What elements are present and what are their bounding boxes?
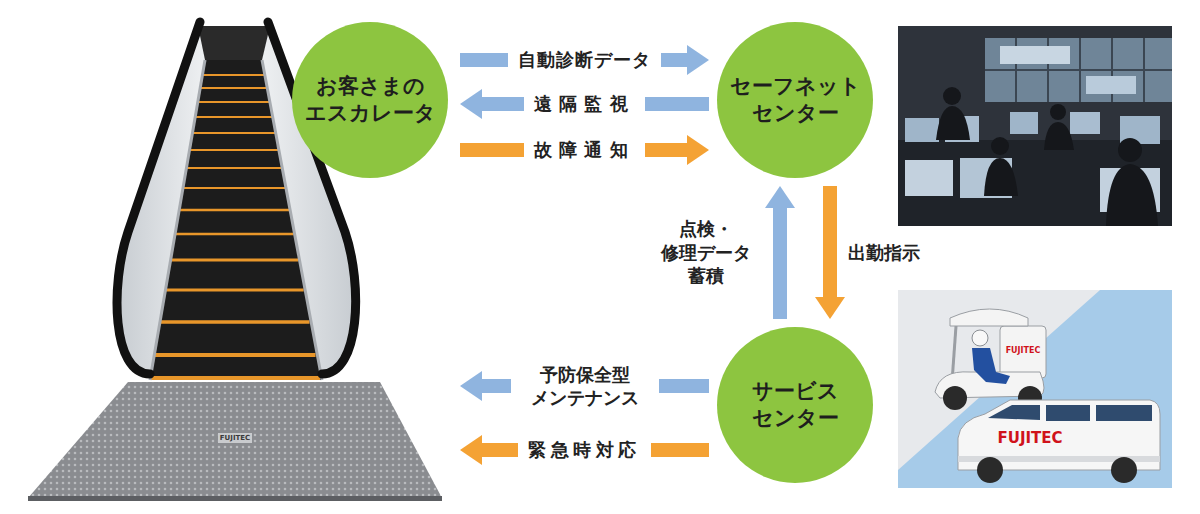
control-room-photo-part [1118,138,1142,162]
edge-label: 緊急時対応 [518,438,651,461]
control-room-photo-part [1044,122,1074,150]
edge-label: 自動診断データ [508,48,660,71]
edge-label: 故障通知 [524,138,645,161]
service-vehicles-photo-part [972,330,988,346]
arrow-head [460,435,482,465]
escalator-illustration-part-part [171,259,299,262]
escalator-illustration [28,22,442,501]
control-room-photo-part [905,160,953,196]
escalator-illustration-part-part [175,233,293,236]
service-vehicles-photo-part [943,386,967,410]
block-arrow [460,135,709,165]
block-arrow [765,186,795,319]
service-vehicles-photo-part [1046,405,1090,421]
arrow-head [687,135,709,165]
circle-fill [717,22,873,178]
circle-shape [717,327,873,483]
escalator-illustration-part-part [160,320,310,324]
node-text-box: サービス センター [729,378,862,433]
escalator-illustration-part-part [193,132,276,134]
escalator-illustration-part-part [186,167,281,169]
arrow-shaft [773,206,787,319]
escalator-illustration-part-part [195,116,272,118]
block-arrow [460,435,709,465]
service-vehicles-photo-part [1096,405,1152,421]
escalator-illustration-part [198,26,270,60]
circle-shape [717,22,873,178]
service-vehicles-photo-part [1111,457,1137,483]
escalator-illustration-part-part [166,289,304,292]
edge-label: 出勤指示 [848,241,920,264]
circle-fill [292,22,448,178]
node-label: サービス センター [729,378,862,433]
arrow-head [765,186,795,208]
control-room-photo-part [985,38,1172,102]
node-label: お客さまの エスカレータ [304,73,437,128]
control-room-photo-part [985,38,1172,102]
control-room-photo-part [1050,104,1066,120]
service-vehicles-photo [898,290,1172,488]
escalator-illustration-part-part [183,187,285,189]
control-room-photo-part [1070,112,1100,134]
circle-node: セーフネット センター [717,22,873,178]
control-room-photo-part [984,158,1018,196]
arrow-head [687,45,709,75]
escalator-illustration-part-part [154,353,315,357]
control-room-photo-part [1106,164,1158,226]
edge-label: 遠隔監視 [524,92,645,115]
arrow-head [815,297,845,319]
scooter-logo: FUJITEC [1006,346,1041,355]
service-vehicles-photo-part [898,290,1172,488]
service-vehicles-photo-part [972,348,1010,384]
control-room-photo-part-part [985,69,1172,71]
escalator-illustration-part-part [151,376,320,380]
floor-plate-logo: FUJITEC [220,434,250,442]
escalator-illustration-part-part [202,74,264,76]
node-text-box: お客さまの エスカレータ [304,73,437,128]
escalator-illustration-part [28,496,442,501]
circle-fill [717,327,873,483]
escalator-illustration-part [218,433,252,443]
edge-label: 点検・ 修理データ 蓄積 [650,217,762,287]
control-room-photo-part [905,118,939,142]
service-vehicles-photo-part [988,405,1040,420]
node-label: セーフネット センター [729,73,862,128]
control-room-photo [898,26,1172,226]
escalator-illustration-part-part [200,87,267,89]
block-arrow [460,45,709,75]
control-room-photo-part [898,26,1172,226]
control-room-photo-part [1000,46,1070,64]
control-room-photo-part [991,137,1009,155]
control-room-photo-part [1010,112,1038,134]
escalator-illustration-part-part [179,209,289,212]
block-arrow [815,186,845,319]
escalator-illustration-part-part [190,149,279,151]
van-logo: FUJITEC [997,429,1062,447]
arrow-head [460,89,482,119]
service-vehicles-photo-part [1000,326,1046,378]
service-vehicles-photo-part [950,309,1028,326]
control-room-photo-part [936,106,970,140]
escalator-illustration-part [117,22,200,374]
control-room-photo-part [1086,76,1136,94]
circle-node: サービス センター [717,327,873,483]
escalator-illustration-part [150,60,205,380]
node-text-box: セーフネット センター [729,73,862,128]
arrow-shaft [823,186,837,299]
escalator-illustration-part [28,382,442,498]
escalator-illustration-part-part [198,101,270,103]
control-room-photo-part [943,87,961,105]
block-arrow [460,89,709,119]
arrow-head [460,371,482,401]
edge-label: 予防保全型 メンテナンス [511,363,659,410]
service-vehicles-photo-part [977,457,1003,483]
